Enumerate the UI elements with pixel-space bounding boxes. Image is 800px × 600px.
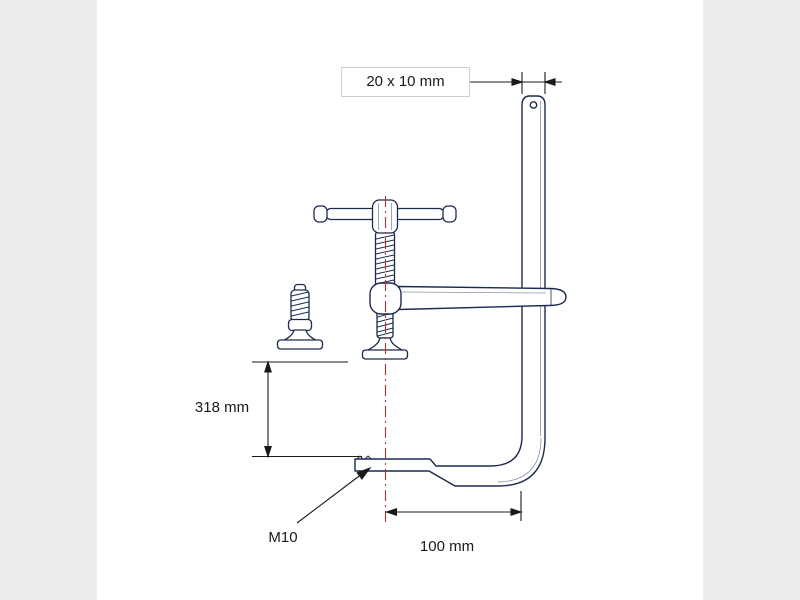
capacity-arrow-up (264, 360, 272, 373)
page-margin-left (0, 0, 97, 600)
spare-screw-collar (287, 318, 313, 332)
capacity-arrow-down (264, 445, 272, 459)
spare-screw-thread-coils (291, 291, 309, 317)
capacity-label: 318 mm (194, 399, 250, 416)
throat-label: 100 mm (419, 538, 475, 555)
dimension-capacity (252, 360, 362, 459)
sliding-arm-body (398, 285, 567, 311)
rail-dim-arrow-left (511, 78, 524, 86)
thread-leader-arrow (296, 466, 372, 524)
t-handle (313, 199, 457, 234)
spare-screw-pad (276, 339, 324, 350)
page-margin-right (703, 0, 800, 600)
dimension-throat (384, 491, 523, 521)
rail-jaw-outline (354, 95, 546, 487)
rail-end-hole (529, 101, 538, 109)
throat-arrow-right (510, 508, 523, 516)
spare-screw-part (276, 283, 324, 350)
sliding-arm (369, 282, 567, 315)
throat-arrow-left (384, 508, 398, 516)
thread-label: M10 (268, 529, 298, 546)
rail-section-label: 20 x 10 mm (341, 67, 470, 97)
spindle-hub-detail (378, 203, 392, 230)
handle-left-knob (313, 205, 328, 223)
sliding-arm-shading-line (401, 291, 547, 294)
handle-right-knob (442, 205, 457, 223)
thread-leader-line (296, 474, 361, 524)
thread-leader-arrowhead (356, 466, 372, 480)
dimension-rail-section (469, 72, 562, 94)
jaw-shading-line (497, 437, 542, 483)
rail-and-fixed-jaw (354, 95, 546, 487)
rail-dim-arrow-right (543, 78, 556, 86)
